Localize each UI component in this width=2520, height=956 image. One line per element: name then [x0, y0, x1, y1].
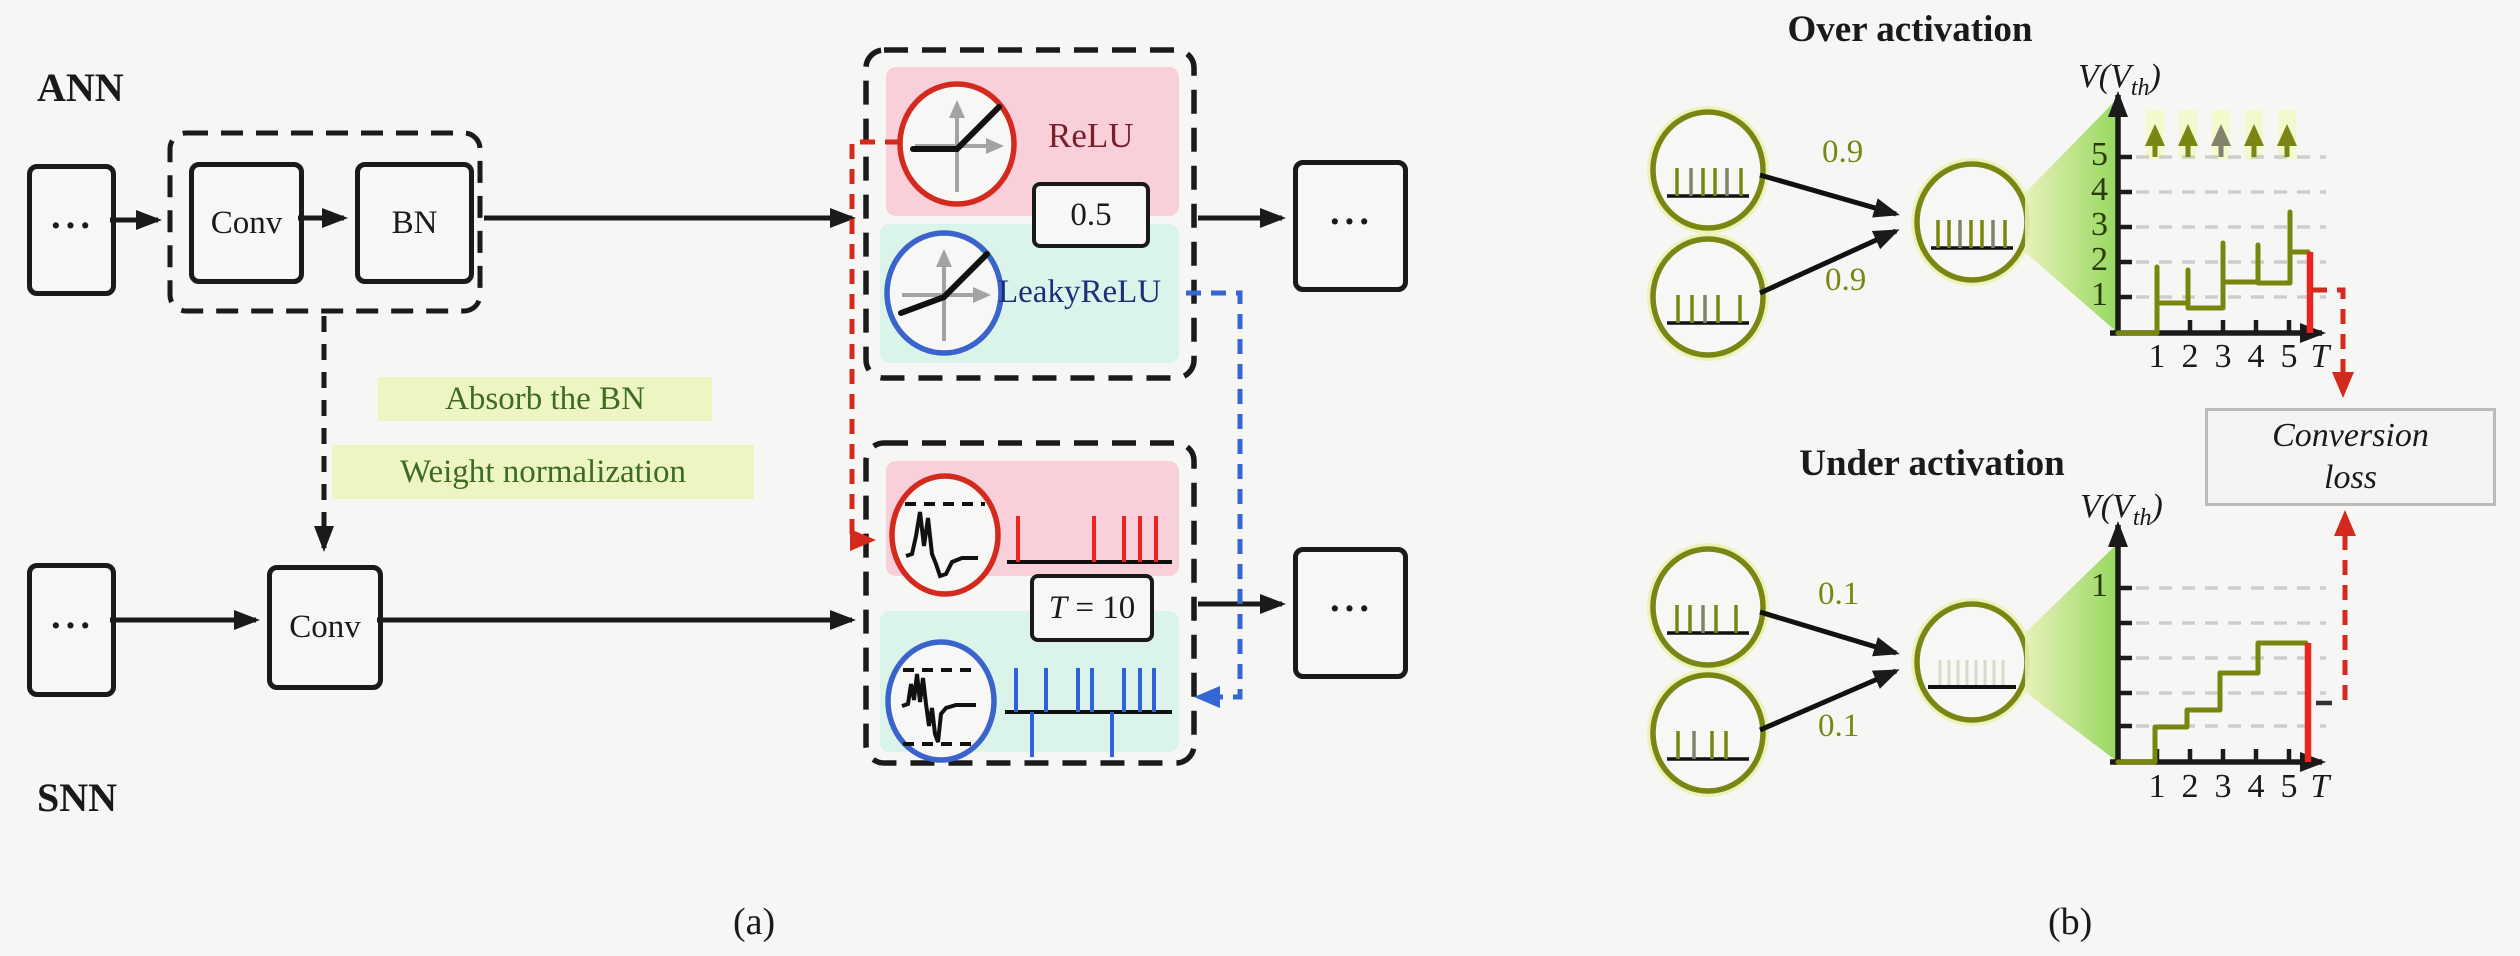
timestep-var: T: [1048, 589, 1068, 626]
over-xtick-1: 1: [2148, 338, 2166, 375]
over-loss-dashed-arrow: [2312, 287, 2354, 398]
under-xtick-1: 1: [2148, 768, 2166, 805]
under-xtick-5: 5: [2280, 768, 2298, 805]
over-ytick-5: 5: [2091, 136, 2108, 173]
conv-label: Conv: [210, 204, 283, 241]
spiking-leakyrelu-neuron-icon: [885, 639, 997, 763]
under-activation-plot: [2108, 510, 2356, 772]
caption-b: (b): [2048, 901, 2093, 943]
over-xtick-5: 5: [2280, 338, 2298, 375]
conv-bn-dashed-box: [167, 130, 483, 314]
over-ytick-4: 4: [2091, 171, 2108, 208]
weight-normalization-annotation: Weight normalization: [332, 445, 754, 499]
under-activation-title: Under activation: [1799, 443, 2065, 484]
spiking-relu-neuron-icon: [889, 473, 1001, 597]
under-membrane-staircase: [2115, 640, 2309, 765]
under-ytick-1: 1: [2091, 567, 2108, 604]
under-xtick-2: 2: [2181, 768, 2199, 805]
bn-label: BN: [391, 204, 438, 241]
snn-label: SNN: [37, 775, 118, 820]
signed-spike-train: [1005, 668, 1172, 757]
over-weight-2: 0.9: [1825, 262, 1867, 298]
snn-prev-layers-box: ···: [27, 563, 116, 697]
over-activation-title: Over activation: [1787, 9, 2033, 50]
under-weight-1: 0.1: [1818, 576, 1860, 612]
snn-conv-label: Conv: [289, 609, 361, 645]
ann-next-layers-box: ···: [1293, 160, 1408, 292]
ann-activation-dashed-box: [863, 47, 1197, 381]
over-activation-network: [1647, 98, 2118, 361]
snn-next-layers-box: ···: [1293, 547, 1408, 679]
under-xtick-4: 4: [2247, 768, 2265, 805]
over-xtick-4: 4: [2247, 338, 2265, 375]
over-v-axis-label: V(Vth): [2078, 58, 2161, 101]
threshold-value: 0.5: [1070, 196, 1112, 233]
under-t-label: T: [2310, 768, 2330, 805]
positive-spike-train: [1007, 516, 1172, 564]
relu-label: ReLU: [1048, 116, 1134, 155]
snn-conv-box: Conv: [267, 565, 383, 690]
leakyrelu-label: LeakyReLU: [998, 274, 1162, 310]
under-v-axis-label: V(Vth): [2080, 488, 2163, 531]
over-xtick-3: 3: [2214, 338, 2232, 375]
over-activation-plot: [2108, 91, 2354, 398]
ann-prev-layers-box: ···: [27, 164, 116, 296]
snn-flow-arrows: [110, 594, 1286, 630]
over-t-label: T: [2310, 338, 2330, 375]
snn-activation-dashed-box: [863, 440, 1197, 766]
bn-box: BN: [355, 162, 474, 284]
conversion-loss-line2: loss: [2324, 459, 2377, 496]
conv-box: Conv: [189, 162, 304, 284]
caption-a: (a): [733, 901, 776, 943]
leakyrelu-mapping-dashed-arrow: [1186, 290, 1243, 708]
under-xtick-3: 3: [2214, 768, 2232, 805]
relu-curve-icon: [897, 81, 1017, 207]
ann-label: ANN: [37, 65, 124, 110]
timestep-value: = 10: [1067, 589, 1136, 626]
over-weight-1: 0.9: [1822, 134, 1864, 170]
ann-flow-arrows: [110, 208, 1286, 230]
over-ytick-3: 3: [2091, 206, 2108, 243]
relu-mapping-dashed-arrow: [849, 139, 900, 551]
conversion-loss-box: Conversion loss: [2205, 408, 2496, 506]
under-fan-shape: [2025, 543, 2118, 762]
over-ytick-2: 2: [2091, 241, 2108, 278]
conversion-loss-line1: Conversion: [2272, 417, 2429, 454]
over-fan-shape: [2025, 98, 2118, 333]
under-activation-network: [1647, 543, 2118, 797]
threshold-box: 0.5: [1032, 182, 1150, 248]
absorb-bn-annotation: Absorb the BN: [378, 377, 712, 421]
timestep-box: T = 10: [1030, 574, 1154, 642]
output-spike-arrows: [2145, 124, 2297, 157]
over-membrane-staircase: [2115, 209, 2311, 336]
under-weight-2: 0.1: [1818, 708, 1860, 744]
leakyrelu-curve-icon: [884, 230, 1004, 356]
over-ytick-1: 1: [2091, 276, 2108, 313]
over-xtick-2: 2: [2181, 338, 2199, 375]
